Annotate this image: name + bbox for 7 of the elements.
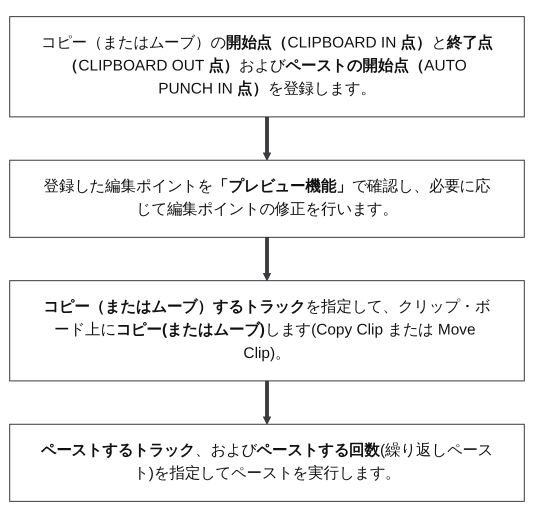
- node-box: 登録した編集ポイントを「プレビュー機能」で確認し、必要に応じて編集ポイントの修正を行います。: [9, 160, 525, 238]
- node-box: コピー（またはムーブ）するトラックを指定して、クリップ・ボード上にコピー(またはムーブ)します(Copy Clip または Move Clip)。: [9, 280, 525, 382]
- arrow: [262, 116, 272, 161]
- node-box: コピー（またはムーブ）の開始点（CLIPBOARD IN 点）と終了点（CLIPBOARD OUT 点）およびペーストの開始点（AUTO PUNCH IN 点）を登録します。: [9, 16, 525, 118]
- node-box: ペーストするトラック、およびペーストする回数(繰り返しペースト)を指定してペーストを実行します。: [9, 424, 525, 502]
- arrow: [262, 380, 272, 425]
- arrow: [262, 237, 272, 282]
